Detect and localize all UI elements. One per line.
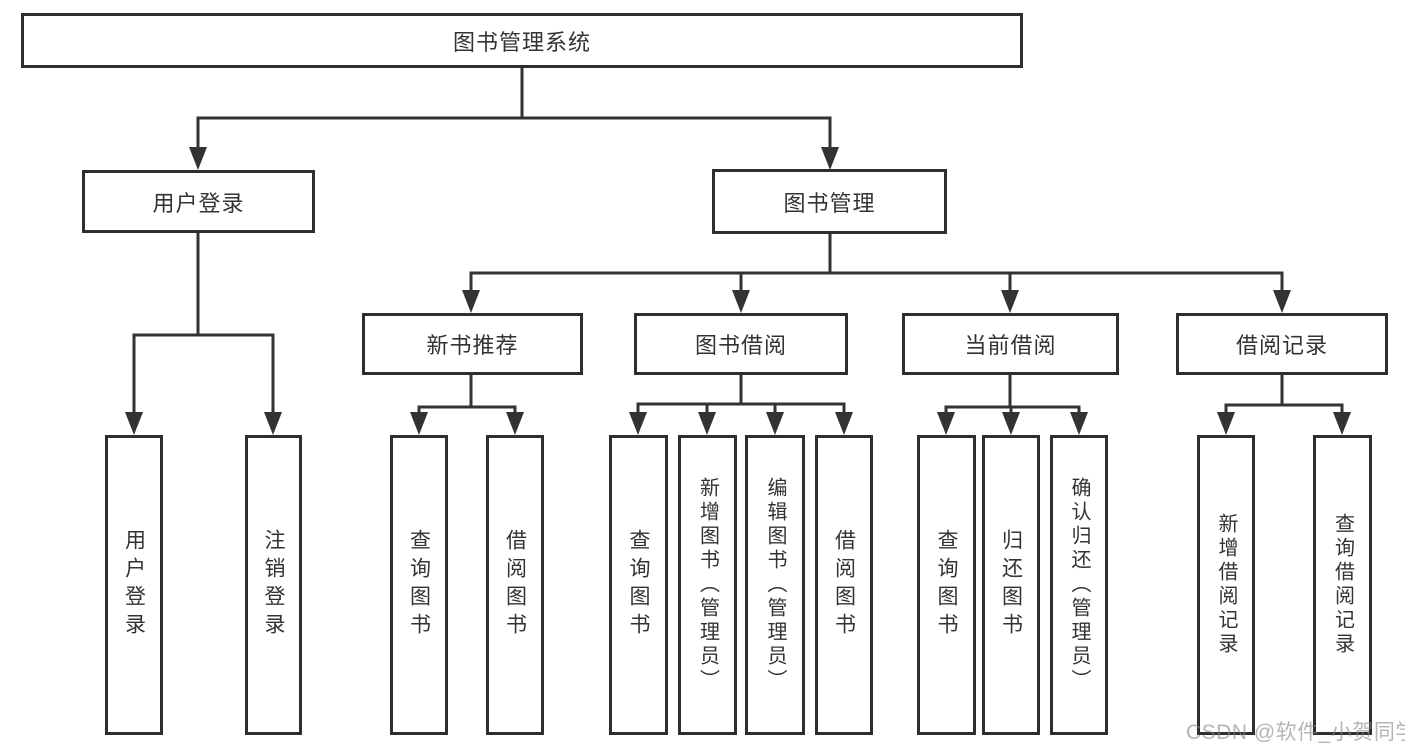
node-label: 图书管理 (783, 190, 876, 216)
node-book-borrowing: 图书借阅 (634, 313, 848, 375)
leaf-logout: 注销登录 (245, 435, 302, 735)
leaf-label: 编辑图书（管理员） (764, 477, 786, 693)
leaf-query-books-borrowing: 查询图书 (609, 435, 668, 735)
leaf-add-books-admin: 新增图书（管理员） (678, 435, 737, 735)
node-borrowing-records: 借阅记录 (1176, 313, 1388, 375)
node-system-root: 图书管理系统 (21, 13, 1023, 68)
node-label: 借阅记录 (1235, 333, 1328, 358)
node-book-management-module: 图书管理 (712, 169, 947, 234)
leaf-query-borrow-record: 查询借阅记录 (1313, 435, 1372, 735)
node-label: 用户登录 (152, 190, 245, 216)
leaf-borrow-books: 借阅图书 (815, 435, 873, 735)
leaf-label: 借阅图书 (503, 529, 527, 641)
leaf-label: 注销登录 (262, 529, 285, 641)
leaf-add-borrow-record: 新增借阅记录 (1197, 435, 1255, 735)
node-label: 新书推荐 (426, 333, 519, 358)
node-label: 图书管理系统 (452, 29, 591, 55)
node-user-login-module: 用户登录 (82, 170, 315, 233)
leaf-label: 查询图书 (407, 529, 431, 641)
node-new-book-recommend: 新书推荐 (362, 313, 583, 375)
leaf-query-books-current: 查询图书 (917, 435, 976, 735)
leaf-label: 查询借阅记录 (1331, 513, 1354, 657)
leaf-label: 新增借阅记录 (1215, 513, 1237, 657)
leaf-query-books-recommend: 查询图书 (390, 435, 448, 735)
leaf-label: 查询图书 (935, 529, 958, 641)
leaf-label: 归还图书 (999, 529, 1023, 641)
node-label: 当前借阅 (964, 333, 1057, 358)
leaf-label: 用户登录 (122, 529, 146, 641)
leaf-edit-books-admin: 编辑图书（管理员） (745, 435, 805, 735)
leaf-return-books: 归还图书 (982, 435, 1040, 735)
leaf-label: 借阅图书 (832, 529, 856, 641)
leaf-label: 确认归还（管理员） (1068, 477, 1090, 693)
node-current-borrowing: 当前借阅 (902, 313, 1119, 375)
leaf-label: 新增图书（管理员） (696, 477, 719, 693)
leaf-confirm-return-admin: 确认归还（管理员） (1050, 435, 1108, 735)
csdn-watermark: CSDN @软件_小贺同学 (1186, 721, 1405, 744)
leaf-borrow-books-recommend: 借阅图书 (486, 435, 544, 735)
leaf-label: 查询图书 (627, 529, 650, 641)
node-label: 图书借阅 (694, 333, 787, 358)
leaf-user-login: 用户登录 (105, 435, 163, 735)
